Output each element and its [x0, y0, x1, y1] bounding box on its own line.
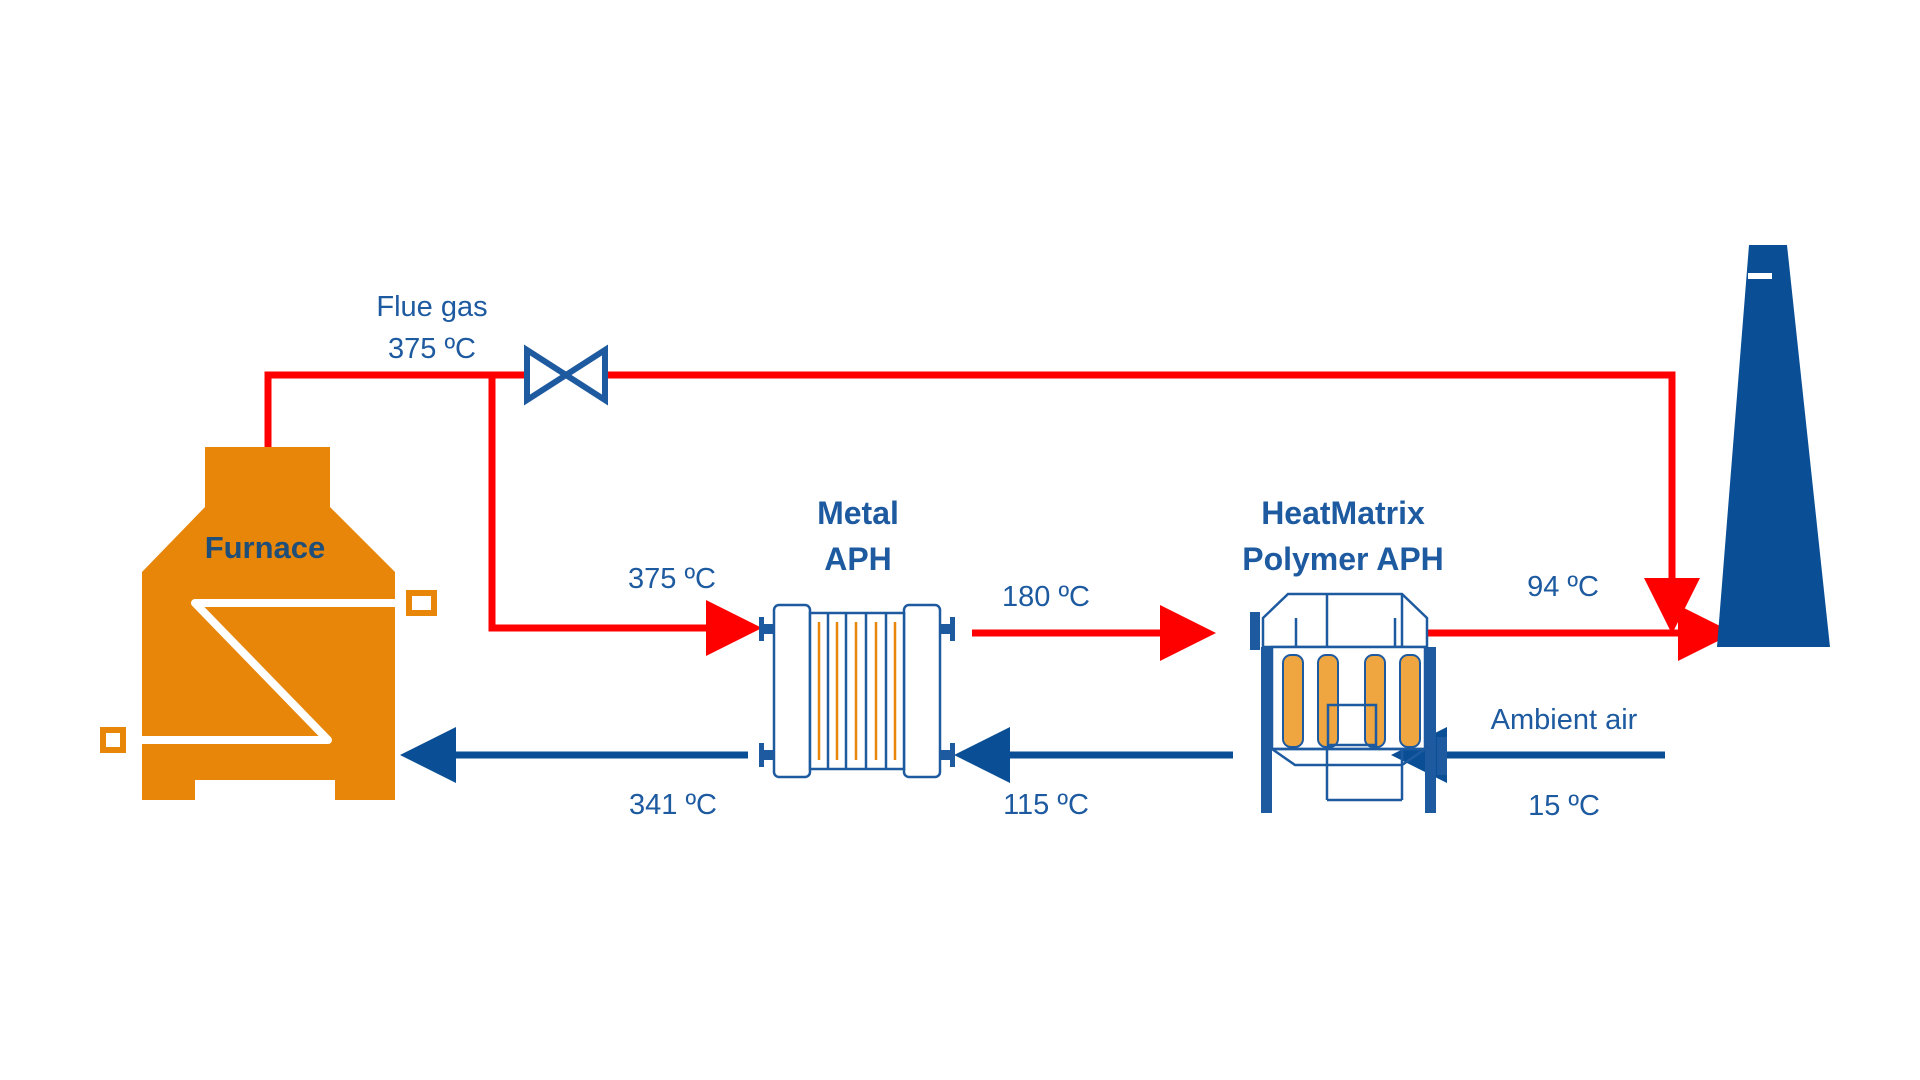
polymer-aph-title-line2: Polymer APH — [1242, 541, 1444, 577]
stack-temp-label: 94 ºC — [1527, 571, 1599, 603]
bypass-duct-to-stack — [600, 371, 1700, 634]
metal-aph-title-line2: APH — [824, 541, 892, 577]
metal-aph-right-plate — [902, 603, 942, 779]
plate-heat-exchanger-icon — [759, 603, 955, 779]
intermediate-air-temp-label: 115 ºC — [1003, 789, 1089, 821]
furnace-air-temp-label: 341 ºC — [629, 789, 717, 821]
metal-aph-title-line1: Metal — [817, 495, 899, 531]
flue-gas-temp-label: 375 ºC — [388, 333, 476, 365]
ambient-air-temp-label: 15 ºC — [1528, 790, 1600, 822]
polymer-heat-exchanger-icon — [1250, 592, 1447, 813]
flue-gas-label: Flue gas — [376, 291, 487, 323]
furnace-outlet-duct — [264, 371, 525, 448]
polymer-aph-left-leg — [1261, 647, 1272, 813]
bypass-valve-icon[interactable] — [524, 344, 608, 406]
chimney-stack-icon — [1717, 245, 1830, 647]
polymer-aph-title-line1: HeatMatrix — [1261, 495, 1425, 531]
furnace-label: Furnace — [205, 530, 326, 565]
ambient-air-label: Ambient air — [1491, 704, 1638, 736]
metal-aph-left-plate — [772, 603, 812, 779]
flue-gas-lines — [264, 371, 1734, 661]
metal-aph-inlet-temp-label: 375 ºC — [628, 563, 716, 595]
furnace-icon: Furnace — [100, 447, 437, 800]
duct-to-metal-aph — [488, 375, 762, 656]
polymer-aph-right-leg — [1425, 647, 1436, 813]
intermediate-flue-gas-temp-label: 180 ºC — [1002, 581, 1090, 613]
